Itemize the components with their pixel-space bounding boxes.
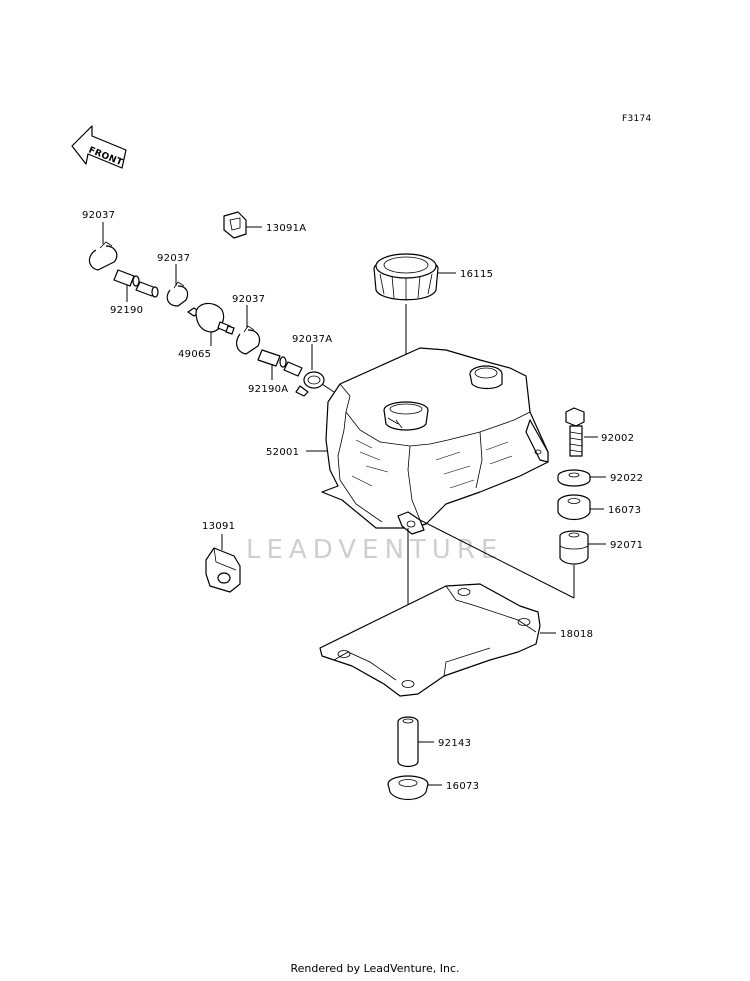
- label-52001: 52001: [266, 447, 299, 458]
- label-92037A: 92037A: [292, 334, 332, 345]
- label-92037-b: 92037: [157, 253, 190, 264]
- grommet-16073-lower: [387, 775, 429, 801]
- footer-credit: Rendered by LeadVenture, Inc.: [290, 962, 460, 975]
- front-arrow-icon: FRONT: [71, 125, 127, 169]
- label-92190A: 92190A: [248, 384, 288, 395]
- label-13091: 13091: [202, 521, 235, 532]
- label-13091A: 13091A: [266, 223, 306, 234]
- bolt-92002: [565, 407, 585, 457]
- label-92143: 92143: [438, 738, 471, 749]
- clamp-92037A: [295, 371, 325, 397]
- clip-13091: [205, 547, 241, 593]
- label-16073-b: 16073: [446, 781, 479, 792]
- clamp-92037-right: [236, 325, 261, 355]
- label-92002: 92002: [601, 433, 634, 444]
- fuel-cap-16115: [373, 253, 439, 301]
- hose-92190A: [257, 349, 303, 377]
- hose-92190: [113, 269, 159, 298]
- skid-plate-18018: [319, 583, 541, 697]
- clamp-92037-top-left: [88, 241, 118, 271]
- label-16073-a: 16073: [608, 505, 641, 516]
- valve-49065: [187, 302, 235, 335]
- label-49065: 49065: [178, 349, 211, 360]
- collar-92143: [397, 716, 419, 768]
- label-92037-c: 92037: [232, 294, 265, 305]
- washer-92022: [557, 469, 591, 487]
- clamp-92037-middle: [166, 281, 189, 307]
- grommet-16073-upper: [557, 494, 591, 521]
- label-18018: 18018: [560, 629, 593, 640]
- label-92071: 92071: [610, 540, 643, 551]
- label-16115: 16115: [460, 269, 493, 280]
- label-92022: 92022: [610, 473, 643, 484]
- label-92037-a: 92037: [82, 210, 115, 221]
- label-92190: 92190: [110, 305, 143, 316]
- diagram-id: F3174: [622, 114, 652, 124]
- clip-13091A: [223, 211, 247, 239]
- fuel-tank-52001: [321, 347, 549, 535]
- damper-92071: [559, 530, 589, 565]
- watermark-text: LEADVENTURE: [246, 535, 503, 565]
